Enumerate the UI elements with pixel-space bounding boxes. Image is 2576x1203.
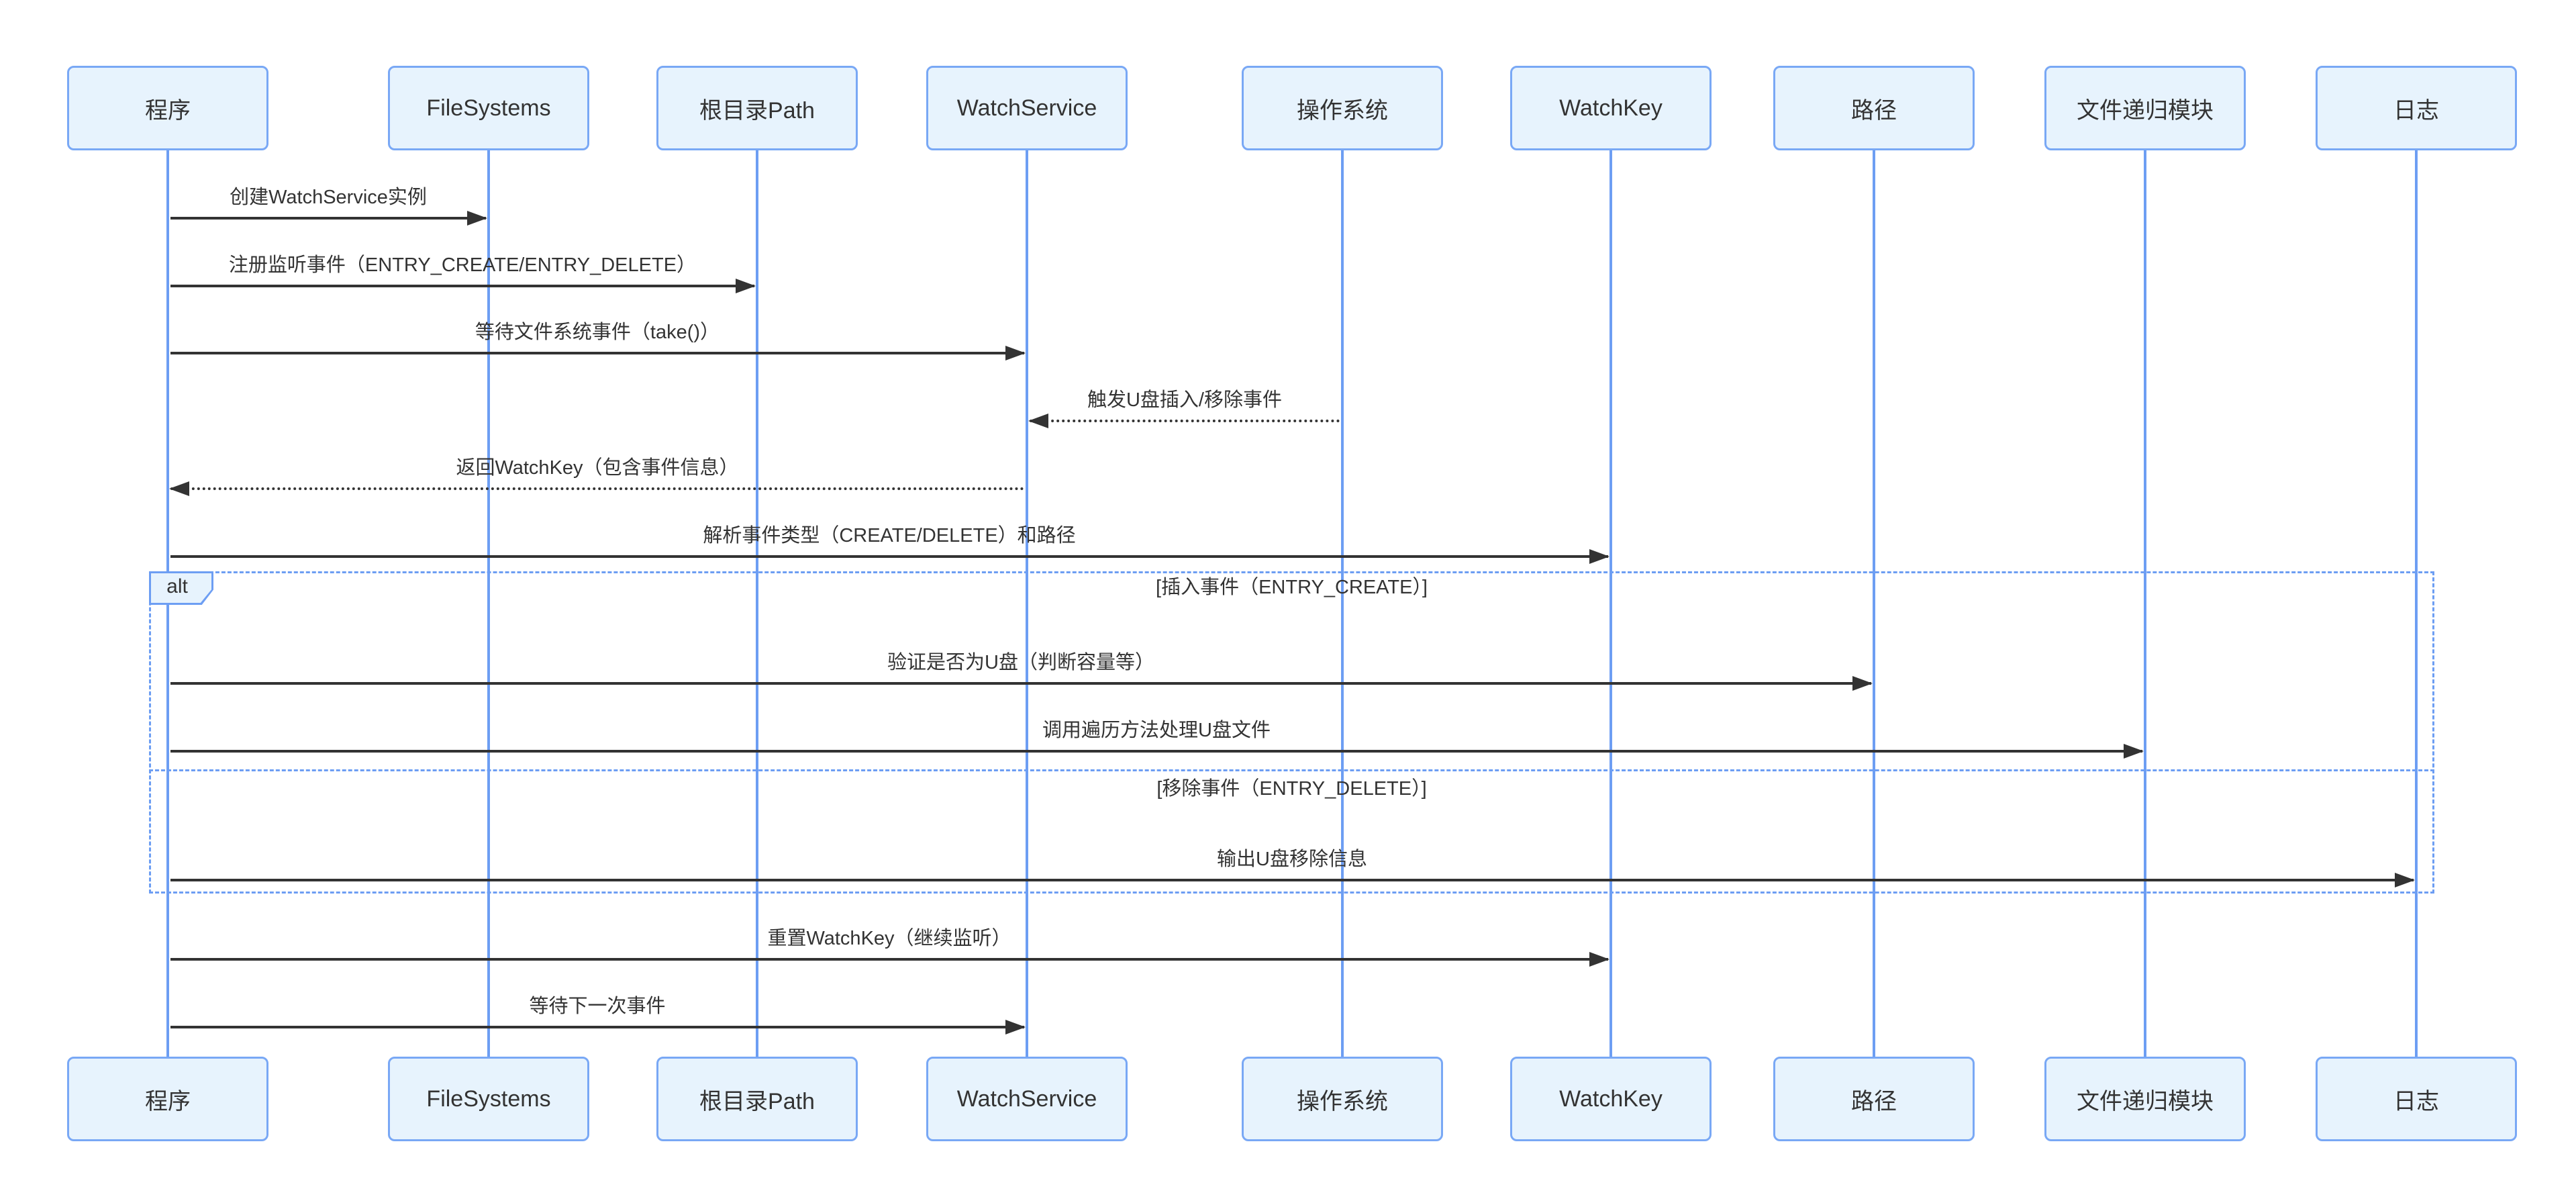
message-label: 重置WatchKey（继续监听）: [767, 928, 1011, 949]
arrowhead-left-icon: [1028, 414, 1048, 428]
message-line: [170, 1026, 1024, 1028]
arrowhead-right-icon: [1589, 952, 1609, 967]
actor-box-bottom: WatchKey: [1510, 1057, 1712, 1141]
actor-box-top: 日志: [2316, 66, 2517, 150]
alt-divider: [149, 769, 2434, 771]
actor-box-top: WatchKey: [1510, 66, 1712, 150]
actor-box-bottom: 程序: [67, 1057, 268, 1141]
arrowhead-right-icon: [1005, 346, 1026, 360]
actor-box-top: WatchService: [926, 66, 1128, 150]
actor-box-top: 操作系统: [1242, 66, 1443, 150]
lifeline: [2144, 150, 2146, 1057]
message-label: 创建WatchService实例: [230, 187, 427, 208]
lifeline: [756, 150, 758, 1057]
message-line: [1030, 420, 1340, 422]
actor-box-top: 路径: [1773, 66, 1975, 150]
arrowhead-right-icon: [1589, 549, 1609, 564]
lifeline: [1026, 150, 1028, 1057]
actor-box-bottom: WatchService: [926, 1057, 1128, 1141]
arrowhead-right-icon: [1005, 1020, 1026, 1034]
alt-operator-label: alt: [149, 571, 213, 605]
lifeline: [2415, 150, 2418, 1057]
lifeline: [1341, 150, 1344, 1057]
message-line: [170, 682, 1871, 685]
actor-box-bottom: 操作系统: [1242, 1057, 1443, 1141]
lifeline: [1873, 150, 1875, 1057]
message-label: 调用遍历方法处理U盘文件: [1042, 720, 1271, 741]
message-line: [170, 285, 754, 287]
message-line: [170, 487, 1024, 490]
lifeline: [1609, 150, 1612, 1057]
actor-box-bottom: FileSystems: [388, 1057, 589, 1141]
actor-box-top: 程序: [67, 66, 268, 150]
arrowhead-right-icon: [736, 279, 756, 293]
message-label: 输出U盘移除信息: [1217, 849, 1367, 870]
message-label: 触发U盘插入/移除事件: [1087, 389, 1283, 411]
message-label: 返回WatchKey（包含事件信息）: [456, 457, 739, 479]
alt-operator-text: alt: [151, 573, 211, 603]
alt-condition-label: [插入事件（ENTRY_CREATE）]: [1156, 577, 1428, 598]
alt-frame: [149, 571, 2434, 894]
message-line: [170, 879, 2414, 881]
actor-box-top: 文件递归模块: [2044, 66, 2246, 150]
message-line: [170, 555, 1608, 558]
actor-box-bottom: 日志: [2316, 1057, 2517, 1141]
arrowhead-right-icon: [2395, 873, 2415, 887]
arrowhead-right-icon: [2124, 744, 2144, 759]
message-label: 注册监听事件（ENTRY_CREATE/ENTRY_DELETE）: [228, 254, 697, 276]
message-label: 验证是否为U盘（判断容量等）: [887, 652, 1154, 673]
alt-condition-label: [移除事件（ENTRY_DELETE）]: [1156, 778, 1427, 800]
message-label: 等待下一次事件: [529, 996, 666, 1017]
arrowhead-left-icon: [169, 481, 189, 496]
message-line: [170, 750, 2142, 753]
arrowhead-right-icon: [467, 211, 487, 226]
actor-box-bottom: 路径: [1773, 1057, 1975, 1141]
message-line: [170, 352, 1024, 354]
actor-box-bottom: 文件递归模块: [2044, 1057, 2246, 1141]
actor-box-top: FileSystems: [388, 66, 589, 150]
actor-box-top: 根目录Path: [656, 66, 858, 150]
message-line: [170, 958, 1608, 961]
message-line: [170, 217, 486, 220]
arrowhead-right-icon: [1852, 676, 1873, 691]
lifeline: [487, 150, 490, 1057]
actor-box-bottom: 根目录Path: [656, 1057, 858, 1141]
message-label: 解析事件类型（CREATE/DELETE）和路径: [703, 525, 1076, 546]
message-label: 等待文件系统事件（take()）: [475, 322, 720, 343]
